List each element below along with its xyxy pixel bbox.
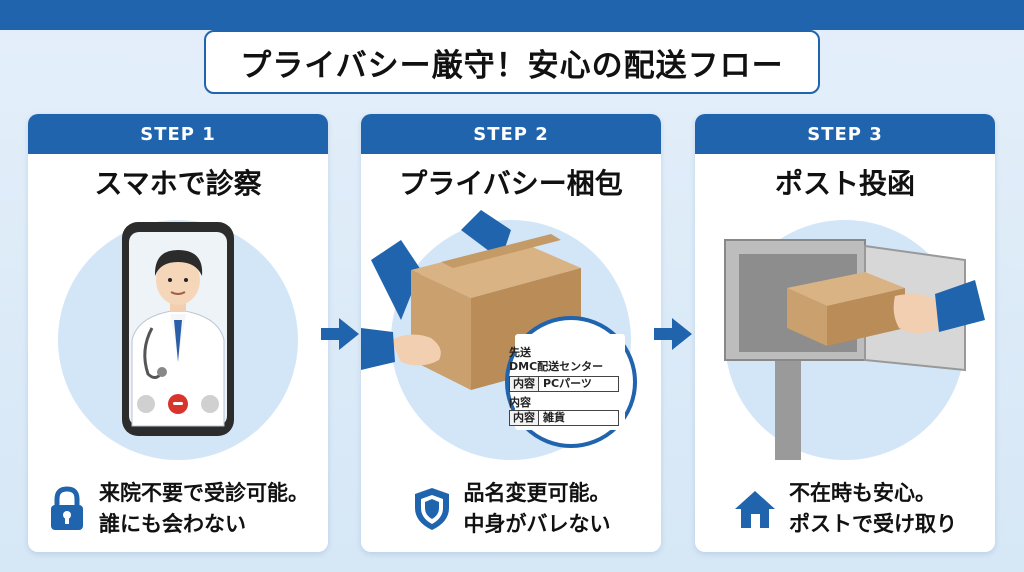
label-contents-heading: 内容 bbox=[509, 396, 531, 409]
step-title: プライバシー梱包 bbox=[399, 167, 623, 200]
shipping-label: 先送 DMC配送センター 内容 PCパーツ 内容 内容 雑貨 bbox=[509, 346, 629, 426]
step-caption: 品名変更可能。 中身がバレない bbox=[361, 474, 661, 544]
arrow-right-icon bbox=[321, 318, 359, 350]
caption-line: 品名変更可能。 bbox=[463, 481, 611, 505]
label-row-key: 内容 bbox=[510, 377, 539, 391]
arrow-right-icon bbox=[654, 318, 692, 350]
caption-line: 不在時も安心。 bbox=[789, 481, 936, 505]
label-sender-heading: 先送 bbox=[509, 346, 531, 359]
step-title: スマホで診察 bbox=[94, 167, 262, 200]
step-label: STEP 2 bbox=[361, 114, 661, 154]
privacy-package-illustration bbox=[361, 210, 637, 460]
lock-icon bbox=[51, 486, 83, 530]
step-card-3: STEP 3 ポスト投函 不在時も安心。 ポストで受け取り bbox=[695, 114, 995, 552]
step-caption: 不在時も安心。 ポストで受け取り bbox=[695, 474, 995, 544]
house-icon bbox=[735, 491, 775, 528]
label-row: 内容 PCパーツ bbox=[509, 376, 619, 392]
top-banner bbox=[0, 0, 1024, 30]
label-row: 内容 雑貨 bbox=[509, 410, 619, 426]
label-sender-name: DMC配送センター bbox=[509, 360, 604, 373]
step-card-2: STEP 2 プライバシー梱包 先送 DMC配送センター 内容 PCパーツ 内容… bbox=[361, 114, 661, 552]
step-title: ポスト投函 bbox=[774, 167, 915, 200]
caption-line: ポストで受け取り bbox=[789, 512, 957, 536]
step-label: STEP 3 bbox=[695, 114, 995, 154]
page-title: プライバシー厳守！安心の配送フロー bbox=[204, 30, 820, 94]
step-card-1: STEP 1 スマホで診察 来院不要で受診可能。 誰にも会わない bbox=[28, 114, 328, 552]
shield-icon bbox=[414, 488, 449, 530]
caption-line: 中身がバレない bbox=[463, 512, 611, 536]
mailbox-delivery-illustration bbox=[724, 220, 985, 460]
smartphone-doctor-illustration bbox=[58, 220, 298, 460]
label-row-value: 雑貨 bbox=[543, 411, 565, 424]
step-label: STEP 1 bbox=[28, 114, 328, 154]
label-row-value: PCパーツ bbox=[543, 377, 592, 390]
label-row-key: 内容 bbox=[510, 411, 539, 425]
step-caption: 来院不要で受診可能。 誰にも会わない bbox=[28, 474, 328, 544]
caption-line: 誰にも会わない bbox=[99, 512, 246, 536]
caption-line: 来院不要で受診可能。 bbox=[99, 481, 309, 505]
